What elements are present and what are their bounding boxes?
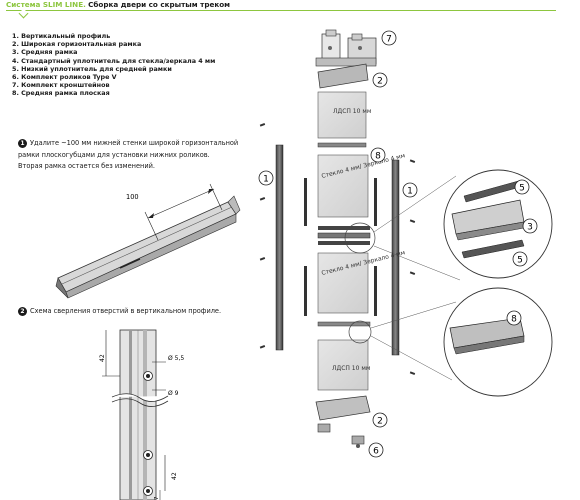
step2-hole-small-label: Ø 5,5: [168, 355, 184, 362]
step2-dim-top-label: 42: [99, 354, 106, 362]
panel-ldsp-top: [317, 91, 367, 139]
callout-6: 6: [373, 447, 379, 457]
seal-left-1: [304, 178, 307, 226]
panel-ldsp-bottom-label: ЛДСП 10 мм: [332, 365, 370, 372]
flat-middle-frame-bottom: [317, 321, 371, 327]
parts-list-item: 8. Средняя рамка плоская: [12, 89, 110, 98]
header-title: Сборка двери со скрытым треком: [88, 0, 231, 9]
seal-left-2: [304, 266, 307, 316]
wide-frame-top: [317, 63, 369, 89]
detail-callout-3: 3: [527, 223, 533, 233]
header-divider: [6, 10, 556, 11]
callout-1-right: 1: [407, 187, 413, 197]
step2-hole-large-label: Ø 9: [168, 390, 179, 397]
screws: [259, 123, 416, 375]
middle-frame-seal-b: [318, 241, 370, 245]
parts-list-item: 5. Низкий уплотнитель для средней рамки: [12, 64, 172, 73]
panel-ldsp-top-label: ЛДСП 10 мм: [333, 108, 371, 115]
parts-list-item: 2. Широкая горизонтальная рамка: [12, 40, 142, 49]
detail-callout-5a: 5: [519, 184, 525, 194]
parts-list-item: 1. Вертикальный профиль: [12, 32, 111, 40]
vertical-profile-left: [275, 144, 284, 351]
step2-dim-bottom-label: 42: [171, 472, 178, 480]
wide-frame-bottom: [315, 395, 371, 421]
callout-7: 7: [386, 35, 392, 45]
parts-list-item: 7. Комплект кронштейнов: [12, 81, 110, 90]
step1-line: рамки плоскогубцами для установки нижних…: [18, 150, 210, 159]
parts-list: 1. Вертикальный профиль 2. Широкая гориз…: [12, 32, 252, 98]
step2-dim-small-label: 7: [154, 496, 160, 500]
detail-marker-top: [344, 222, 376, 254]
callout-2-top: 2: [377, 77, 383, 87]
parts-list-item: 6. Комплект роликов Type V: [12, 73, 117, 82]
seal-right-1: [374, 178, 377, 226]
roller-kit: [317, 423, 365, 448]
seal-right-2: [374, 266, 377, 316]
panel-glass-1: [317, 154, 369, 218]
flat-middle-frame-top: [317, 142, 367, 148]
exploded-door-assembly: [259, 29, 461, 448]
step1-line: Удалите ~100 мм нижней стенки широкой го…: [30, 139, 239, 147]
callout-2-bottom: 2: [377, 417, 383, 427]
panel-glass-2: [317, 252, 369, 314]
page-header: Система SLIM LINE. Сборка двери со скрыт…: [6, 0, 566, 12]
step2-profile-drawing: [102, 329, 169, 500]
detail-callout-5b: 5: [517, 256, 523, 266]
step2-text: Схема сверления отверстий в вертикальном…: [30, 307, 222, 315]
header-series: Система SLIM LINE.: [6, 0, 86, 9]
detail-view-top: [443, 169, 553, 279]
detail-view-bottom: [443, 287, 553, 397]
callout-1-left: 1: [263, 175, 269, 185]
middle-frame: [317, 232, 371, 239]
parts-list-item: 4. Стандартный уплотнитель для стекла/зе…: [12, 56, 216, 65]
bracket-kit: [315, 29, 377, 67]
callouts: 7 2 8 1 1 2 6 5 3 5 8: [258, 30, 538, 458]
callout-8-top: 8: [375, 152, 381, 162]
step1-frame-drawing: [55, 183, 241, 299]
step1-line: Вторая рамка остается без изменений.: [18, 162, 156, 170]
middle-frame-seal-a: [318, 226, 370, 230]
detail-callout-8: 8: [511, 315, 517, 325]
vertical-profile-right: [391, 159, 400, 356]
step2-number-badge: 2: [18, 306, 27, 316]
step1-dimension-label: 100: [126, 193, 139, 201]
detail-marker-bottom: [348, 320, 372, 344]
panel-ldsp-bottom: [317, 339, 369, 391]
parts-list-item: 3. Средняя рамка: [12, 48, 78, 57]
step1-number-badge: 1: [18, 138, 27, 148]
